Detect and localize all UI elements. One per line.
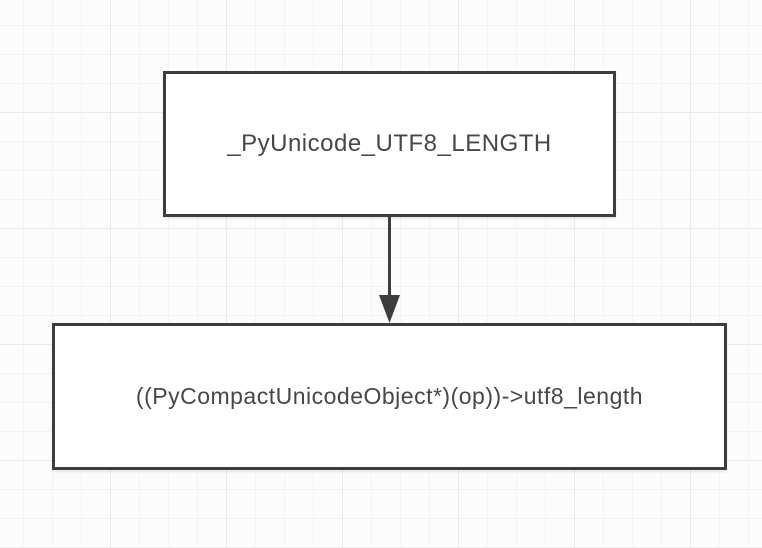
node-expansion: ((PyCompactUnicodeObject*)(op))->utf8_le… [52,323,727,470]
node-macro-label: _PyUnicode_UTF8_LENGTH [227,130,552,157]
node-expansion-label: ((PyCompactUnicodeObject*)(op))->utf8_le… [135,383,644,409]
down-arrow-icon [379,216,400,323]
node-macro: _PyUnicode_UTF8_LENGTH [163,71,616,217]
